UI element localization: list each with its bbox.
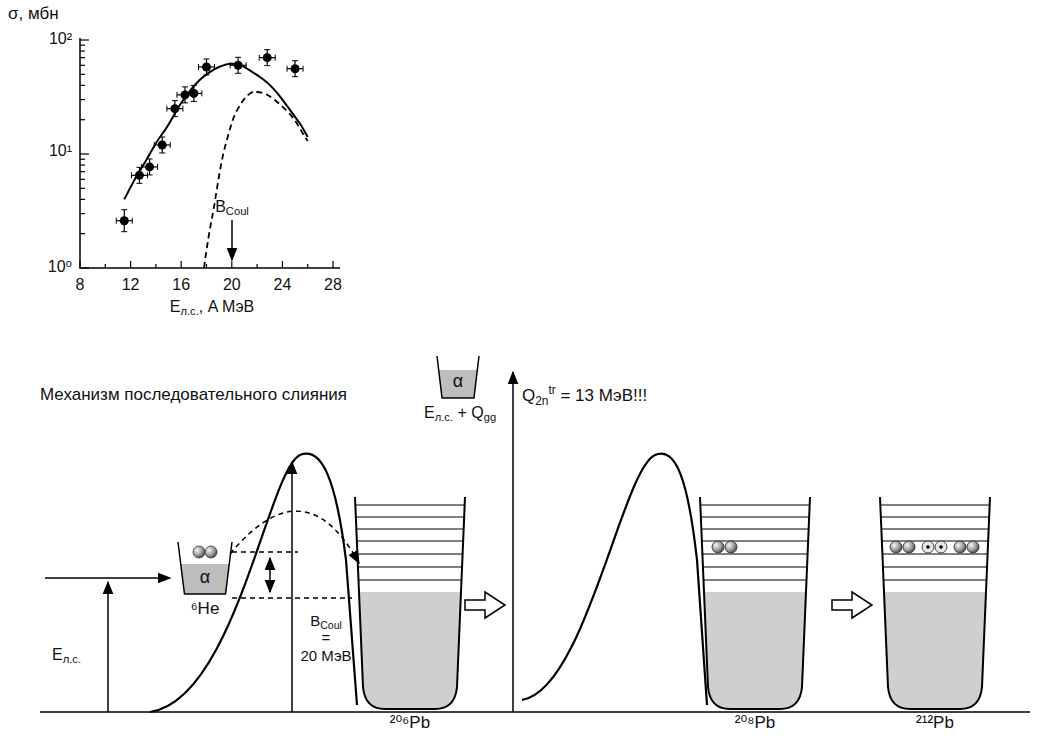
model-curve-solid <box>124 64 307 200</box>
axis-title: Eл.с., A МэВ <box>170 298 254 316</box>
energy-label: Eл.с. <box>52 646 81 664</box>
lead-well: ²¹²Pb <box>880 497 990 733</box>
potential-well <box>880 497 990 710</box>
coulomb-barrier <box>150 454 357 712</box>
nucleus-label: ²⁰⁶Pb <box>390 714 430 733</box>
level-dash <box>232 597 352 599</box>
nucleus-label: ⁶He <box>191 600 220 619</box>
lead-well: ²⁰⁶Pb <box>355 497 465 733</box>
q-value-arrow <box>269 558 271 592</box>
alpha-symbol: α <box>200 568 210 588</box>
q-value-label: Q2ntr = 13 МэВ!!! <box>522 386 647 406</box>
baseline <box>40 711 1030 713</box>
barrier-height-arrow <box>291 462 293 712</box>
tick-label: 28 <box>324 276 342 294</box>
alpha-beaker: α <box>437 356 479 398</box>
tick-label: 10¹ <box>49 142 72 160</box>
axis-title: σ, мбн <box>8 4 59 24</box>
data-points <box>116 50 303 232</box>
energy-label: Eл.с. + Qgg <box>424 404 496 422</box>
axis-ticks <box>80 40 333 268</box>
barrier-label: BCoul = 20 МэВ <box>300 612 351 664</box>
lead-well: ²⁰⁸Pb <box>700 497 810 733</box>
tick-label: 10⁰ <box>48 258 72 276</box>
energy-axis <box>512 372 514 712</box>
transfer-arrow <box>230 511 359 563</box>
coulomb-label: BCoul <box>215 198 249 216</box>
model-curve-dashed <box>204 91 308 268</box>
potential-well <box>700 497 810 710</box>
coulomb-arrow <box>231 220 233 260</box>
step-arrow <box>832 592 872 618</box>
mechanism-illustration <box>40 372 1030 712</box>
step-arrow <box>465 592 505 618</box>
tick-label: 24 <box>274 276 292 294</box>
potential-well <box>355 497 465 710</box>
chart-axes <box>80 38 340 268</box>
mechanism-title: Механизм последовательного слияния <box>40 385 347 405</box>
nucleus-label: ²⁰⁸Pb <box>735 714 775 733</box>
tick-label: 16 <box>172 276 190 294</box>
tick-label: 12 <box>122 276 140 294</box>
level-dash <box>232 551 298 553</box>
coulomb-barrier <box>522 454 707 705</box>
tick-label: 20 <box>223 276 241 294</box>
tick-label: 10² <box>49 30 72 48</box>
energy-arrow <box>107 582 109 712</box>
helium-beaker: α ⁶He <box>178 542 232 622</box>
energy-level-arrow <box>45 577 170 579</box>
nucleus-label: ²¹²Pb <box>916 714 954 733</box>
alpha-symbol: α <box>453 372 463 392</box>
tick-label: 8 <box>76 276 85 294</box>
